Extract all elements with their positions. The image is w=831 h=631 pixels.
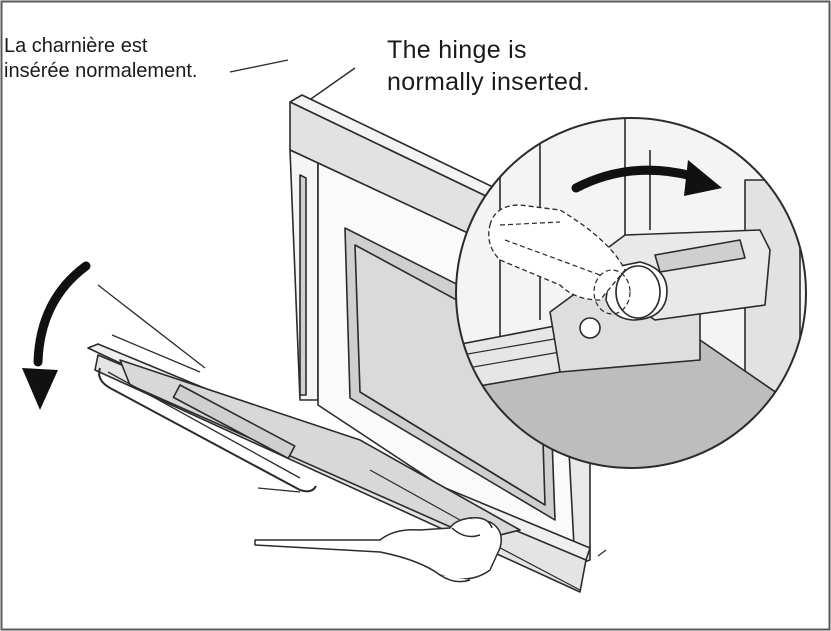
caption-english-line-1: The hinge is bbox=[387, 36, 527, 64]
curved-arrow-down-icon bbox=[22, 261, 91, 410]
caption-english: The hinge is normally inserted. bbox=[387, 34, 590, 98]
hand bbox=[254, 516, 502, 583]
caption-french-line-2: insérée normalement. bbox=[4, 60, 198, 82]
caption-english-line-2: normally inserted. bbox=[387, 68, 590, 96]
leader-line-french bbox=[229, 59, 289, 73]
curved-arrow-right-icon bbox=[571, 160, 722, 196]
hinge-detail-magnifier bbox=[455, 117, 807, 469]
caption-french-line-1: La charnière est bbox=[4, 35, 148, 57]
caption-french: La charnière est insérée normalement. bbox=[4, 34, 197, 84]
